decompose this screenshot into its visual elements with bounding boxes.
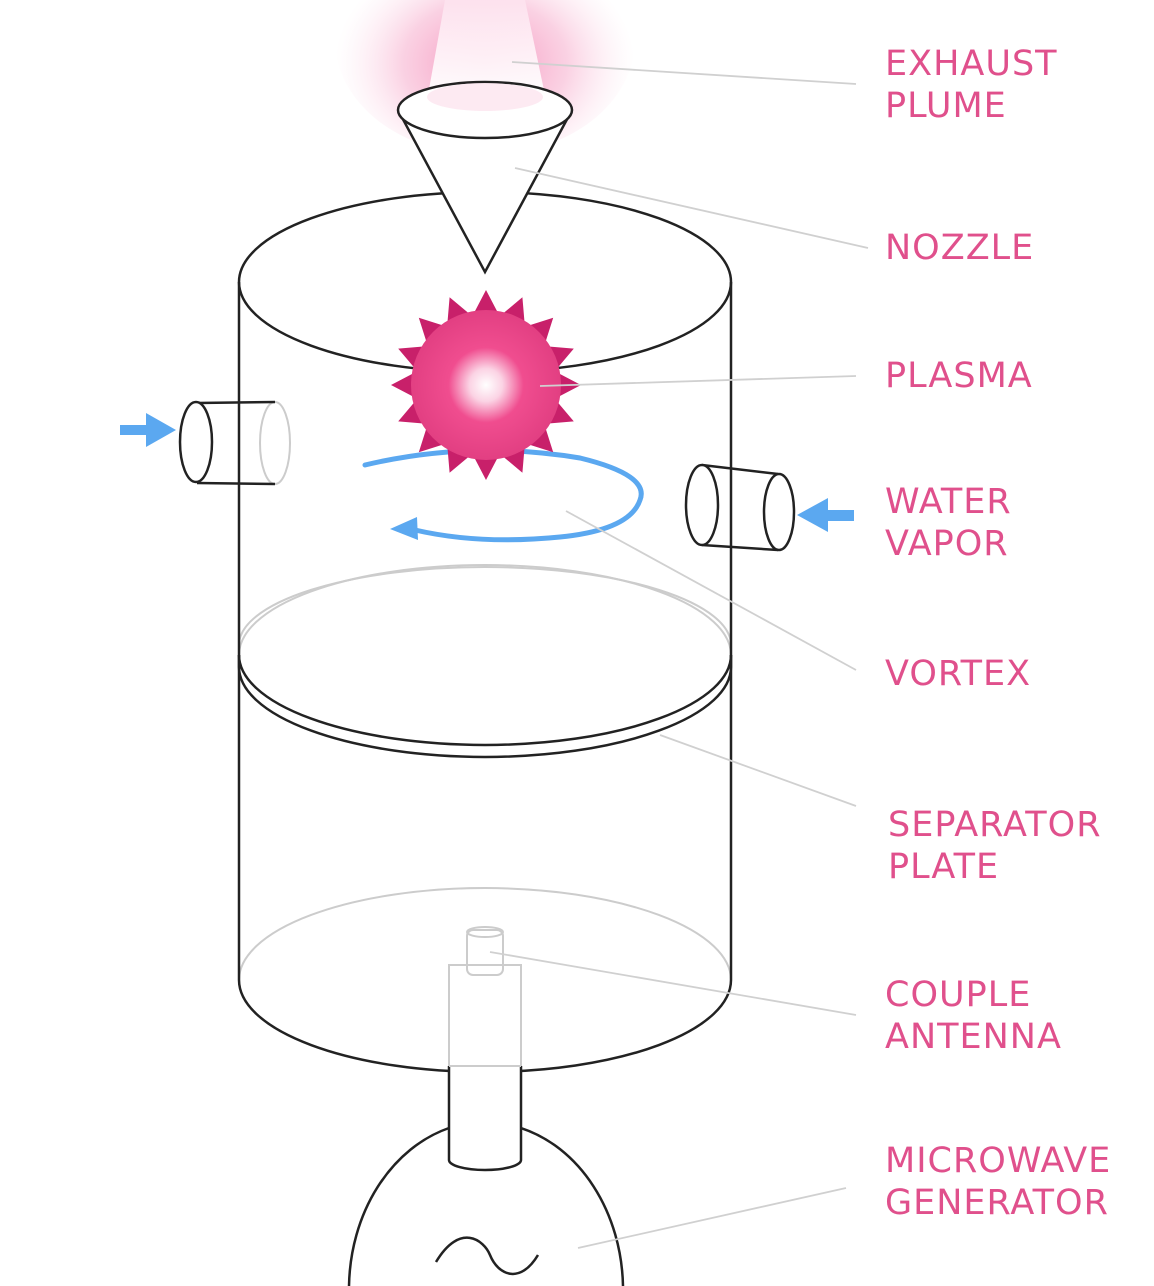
microwave-generator: [347, 1126, 625, 1286]
label-vortex: VORTEX: [885, 654, 1032, 694]
label-separator-plate: SEPARATOR PLATE: [888, 805, 1102, 887]
flow-arrow-left: [120, 413, 176, 447]
flow-arrow-right: [797, 498, 854, 532]
label-nozzle: NOZZLE: [885, 228, 1035, 268]
leader-lines: [489, 61, 869, 1249]
label-microwave-generator: MICROWAVE GENERATOR: [885, 1141, 1112, 1223]
label-exhaust-plume: EXHAUST PLUME: [885, 44, 1058, 126]
label-plasma: PLASMA: [885, 356, 1033, 396]
vortex: [362, 447, 644, 543]
label-water-vapor: WATER VAPOR: [885, 482, 1012, 564]
separator-plate: [237, 654, 733, 759]
sine-wave-icon: [434, 1236, 540, 1276]
label-couple-antenna: COUPLE ANTENNA: [885, 975, 1062, 1057]
water-vapor-inlet-right: [684, 463, 796, 552]
couple-antenna: [447, 1065, 523, 1172]
water-vapor-inlet-left: [178, 400, 291, 486]
plasma-burst: [391, 290, 581, 480]
nozzle: [396, 80, 574, 275]
